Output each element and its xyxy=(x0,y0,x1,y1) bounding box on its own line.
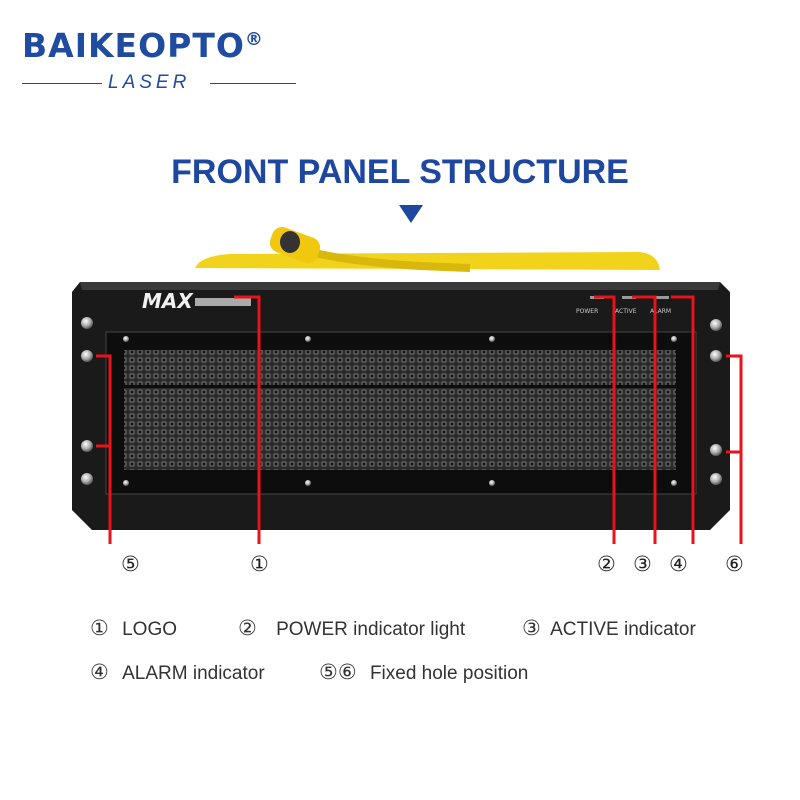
brand-divider-right xyxy=(210,83,296,84)
connector-tip xyxy=(280,231,300,253)
logo-tagline xyxy=(195,298,251,306)
panel-screws xyxy=(81,317,722,486)
callout-4: ④ xyxy=(669,552,688,576)
active-label: ACTIVE xyxy=(615,308,637,315)
legend-text: ACTIVE indicator xyxy=(550,619,696,640)
callout-2: ② xyxy=(597,552,616,576)
power-label: POWER xyxy=(576,308,598,315)
callout-lines xyxy=(96,295,743,544)
callout-line-4 xyxy=(671,295,695,544)
brand-divider-left xyxy=(22,83,102,84)
down-arrow-icon xyxy=(399,205,423,223)
vent-grille xyxy=(124,350,676,470)
legend-item-alarm: ④ ALARM indicator xyxy=(90,660,265,685)
callout-line-5 xyxy=(96,354,112,544)
legend-number: ④ xyxy=(90,660,109,684)
legend-number: ③ xyxy=(522,616,541,640)
callout-6: ⑥ xyxy=(725,552,744,576)
callout-line-6 xyxy=(726,354,743,544)
legend-item-power: ② POWER indicator light xyxy=(238,616,465,641)
brand-logo: BAIKEOPTO® xyxy=(22,26,264,65)
grille-divider xyxy=(124,385,676,388)
legend-number: ① xyxy=(90,616,109,640)
legend-text: POWER indicator light xyxy=(276,619,466,640)
registered-mark: ® xyxy=(244,29,264,50)
page-title: FRONT PANEL STRUCTURE xyxy=(171,153,629,191)
callout-line-2 xyxy=(594,295,616,544)
brand-subtitle: LASER xyxy=(108,72,191,93)
legend-item-active: ③ ACTIVE indicator xyxy=(522,616,696,641)
legend-text: Fixed hole position xyxy=(369,663,529,684)
device-illustration: MAX POWER ACTIVE ALARM xyxy=(72,227,743,544)
active-indicator-light xyxy=(622,296,636,299)
callout-1: ① xyxy=(250,552,269,576)
legend-number: ⑤⑥ xyxy=(319,660,357,684)
chassis-top-edge xyxy=(80,282,720,290)
callout-line-1 xyxy=(234,295,261,544)
legend-item-logo: ① LOGO xyxy=(90,616,177,641)
brand-name: BAIKEOPTO xyxy=(22,26,245,65)
callout-3: ③ xyxy=(633,552,652,576)
legend-text: ALARM indicator xyxy=(122,663,265,684)
alarm-label: ALARM xyxy=(650,308,671,315)
legend-item-fixed-hole: ⑤⑥ Fixed hole position xyxy=(319,660,528,685)
alarm-indicator-light xyxy=(655,296,669,299)
callout-5: ⑤ xyxy=(121,552,140,576)
callout-line-3 xyxy=(632,295,657,544)
device-logo: MAX xyxy=(142,289,194,313)
legend-number: ② xyxy=(238,616,257,640)
legend-text: LOGO xyxy=(122,619,178,640)
